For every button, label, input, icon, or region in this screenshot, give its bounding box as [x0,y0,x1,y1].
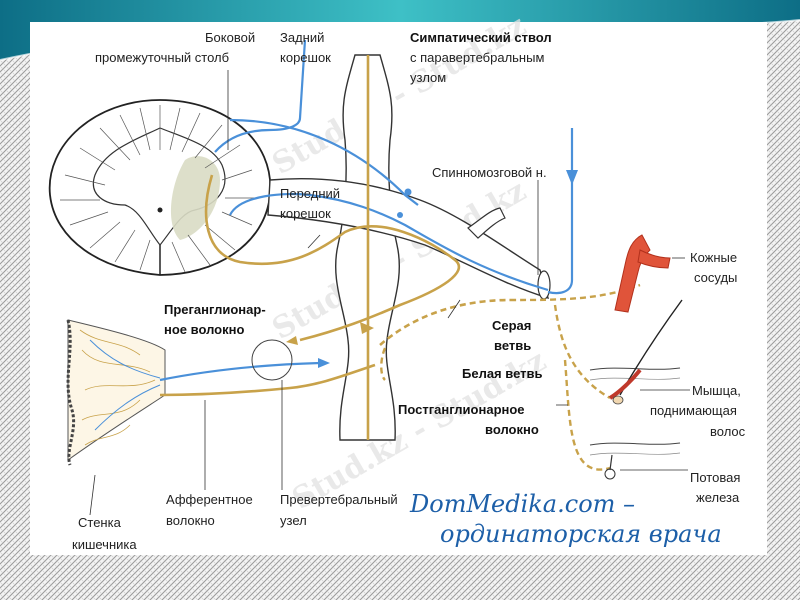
efferent-fibers [159,55,511,440]
svg-text:Боковой: Боковой [205,30,255,45]
svg-text:корешок: корешок [280,206,331,221]
skin-vessel-illustration [614,234,671,313]
svg-text:Задний: Задний [280,30,324,45]
afferent-fibers [159,39,574,382]
label-sympathetic-trunk: Симпатический ствол с паравертебральным … [410,30,552,85]
label-white-ramus: Белая ветвь [462,366,543,381]
svg-text:Мышца,: Мышца, [692,383,741,398]
svg-text:поднимающая: поднимающая [650,403,737,418]
svg-text:ветвь: ветвь [494,338,531,353]
label-prevertebral-node: Превертебральный узел [280,492,398,528]
prevertebral-ganglion [251,339,293,381]
svg-text:железа: железа [696,490,740,505]
label-ventral-root: Передний корешок [280,186,340,221]
sweat-gland-illustration [589,442,681,480]
postganglionic-dashed-fibers [380,283,641,471]
svg-text:ное волокно: ное волокно [164,322,244,337]
skin-hair-illustration [589,299,683,405]
afferent-arrow-right [318,358,330,368]
label-arrector-muscle: Мышца, поднимающая волос [650,383,746,439]
spinal-nerve-trunk [267,178,551,300]
svg-text:DomMedika.com –: DomMedika.com – [409,490,635,518]
afferent-arrow-down [566,170,578,185]
svg-text:волос: волос [710,424,746,439]
label-lateral-column: Боковой промежуточный столб [95,30,255,65]
svg-text:Серая: Серая [492,318,531,333]
svg-text:кишечника: кишечника [72,537,137,552]
svg-text:промежуточный столб: промежуточный столб [95,50,229,65]
label-sweat-gland: Потовая железа [690,470,740,505]
svg-text:с паравертебральным: с паравертебральным [410,50,544,65]
label-preganglionic-fiber: Преганглионар- ное волокно [164,302,266,337]
svg-text:ординаторская врача: ординаторская врача [440,520,722,548]
svg-text:Преганглионар-: Преганглионар- [164,302,266,317]
svg-text:Афферентное: Афферентное [166,492,253,507]
label-spinal-nerve: Спинномозговой н. [432,165,547,180]
svg-text:корешок: корешок [280,50,331,65]
efferent-arrow [360,322,374,334]
svg-text:Постганглионарное: Постганглионарное [398,402,525,417]
svg-text:узлом: узлом [410,70,446,85]
label-afferent-fiber: Афферентное волокно [166,492,253,528]
label-gut-wall: Стенка кишечника [72,515,137,552]
label-skin-vessels: Кожные сосуды [690,250,737,285]
label-dorsal-root: Задний корешок [280,30,331,65]
svg-text:Симпатический ствол: Симпатический ствол [410,30,552,45]
svg-text:Потовая: Потовая [690,470,740,485]
svg-text:Передний: Передний [280,186,340,201]
gut-wall-illustration [66,319,166,466]
svg-text:Стенка: Стенка [78,515,122,530]
label-postganglionic-fiber: Постганглионарное волокно [398,402,539,437]
dommedika-signature: DomMedika.com – ординаторская врача [409,490,722,548]
label-grey-ramus: Серая ветвь [492,318,531,353]
svg-text:сосуды: сосуды [694,270,737,285]
svg-text:Превертебральный: Превертебральный [280,492,398,507]
leader-lines [89,70,690,516]
svg-text:волокно: волокно [485,422,539,437]
afferent-ganglion-dot [404,188,412,196]
svg-text:Кожные: Кожные [690,250,737,265]
teal-header-band [0,0,800,60]
spinal-cord-section [48,99,272,276]
svg-text:волокно: волокно [166,513,215,528]
svg-text:узел: узел [280,513,307,528]
